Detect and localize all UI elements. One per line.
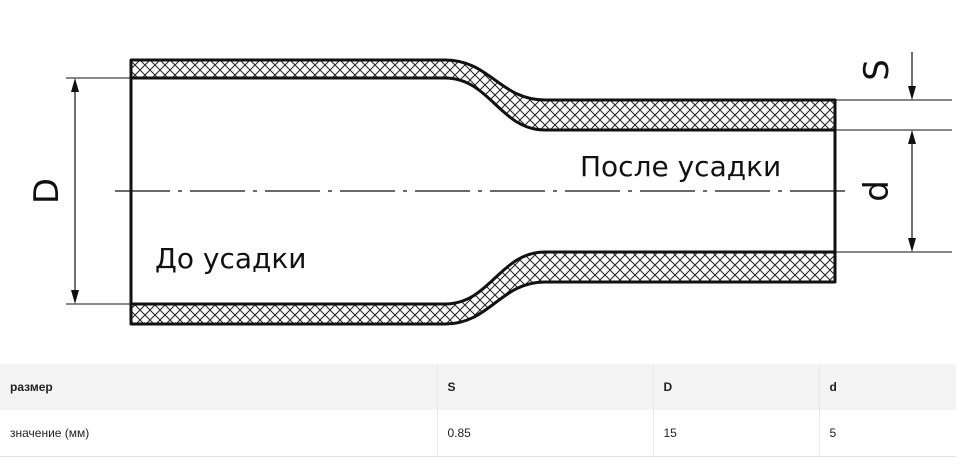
dimensions-table: размер S D d значение (мм) 0.85 15 5 [0,364,956,457]
dim-d-arrow-bottom [908,238,916,252]
label-after-shrink: После усадки [580,150,781,183]
dim-d-arrow-top [908,130,916,144]
tube-wall-top [129,58,837,132]
dim-S-label: S [857,59,897,81]
table-row: значение (мм) 0.85 15 5 [0,410,956,457]
header-size: размер [0,364,438,410]
dim-D-arrow-top [71,78,79,92]
header-D: D [653,364,820,410]
value-d: 5 [819,410,956,457]
dim-d-label: d [857,180,897,202]
dim-S-arrow-top [908,86,916,100]
value-D: 15 [653,410,820,457]
header-S: S [437,364,654,410]
value-S: 0.85 [437,410,654,457]
dim-D-arrow-bottom [71,290,79,304]
heat-shrink-tube-diagram: D S d После усадки До усадки [27,52,952,326]
label-before-shrink: До усадки [155,242,307,275]
header-d: d [819,364,956,410]
row-label: значение (мм) [0,410,438,457]
table-header-row: размер S D d [0,364,956,410]
dim-D-label: D [27,178,67,204]
